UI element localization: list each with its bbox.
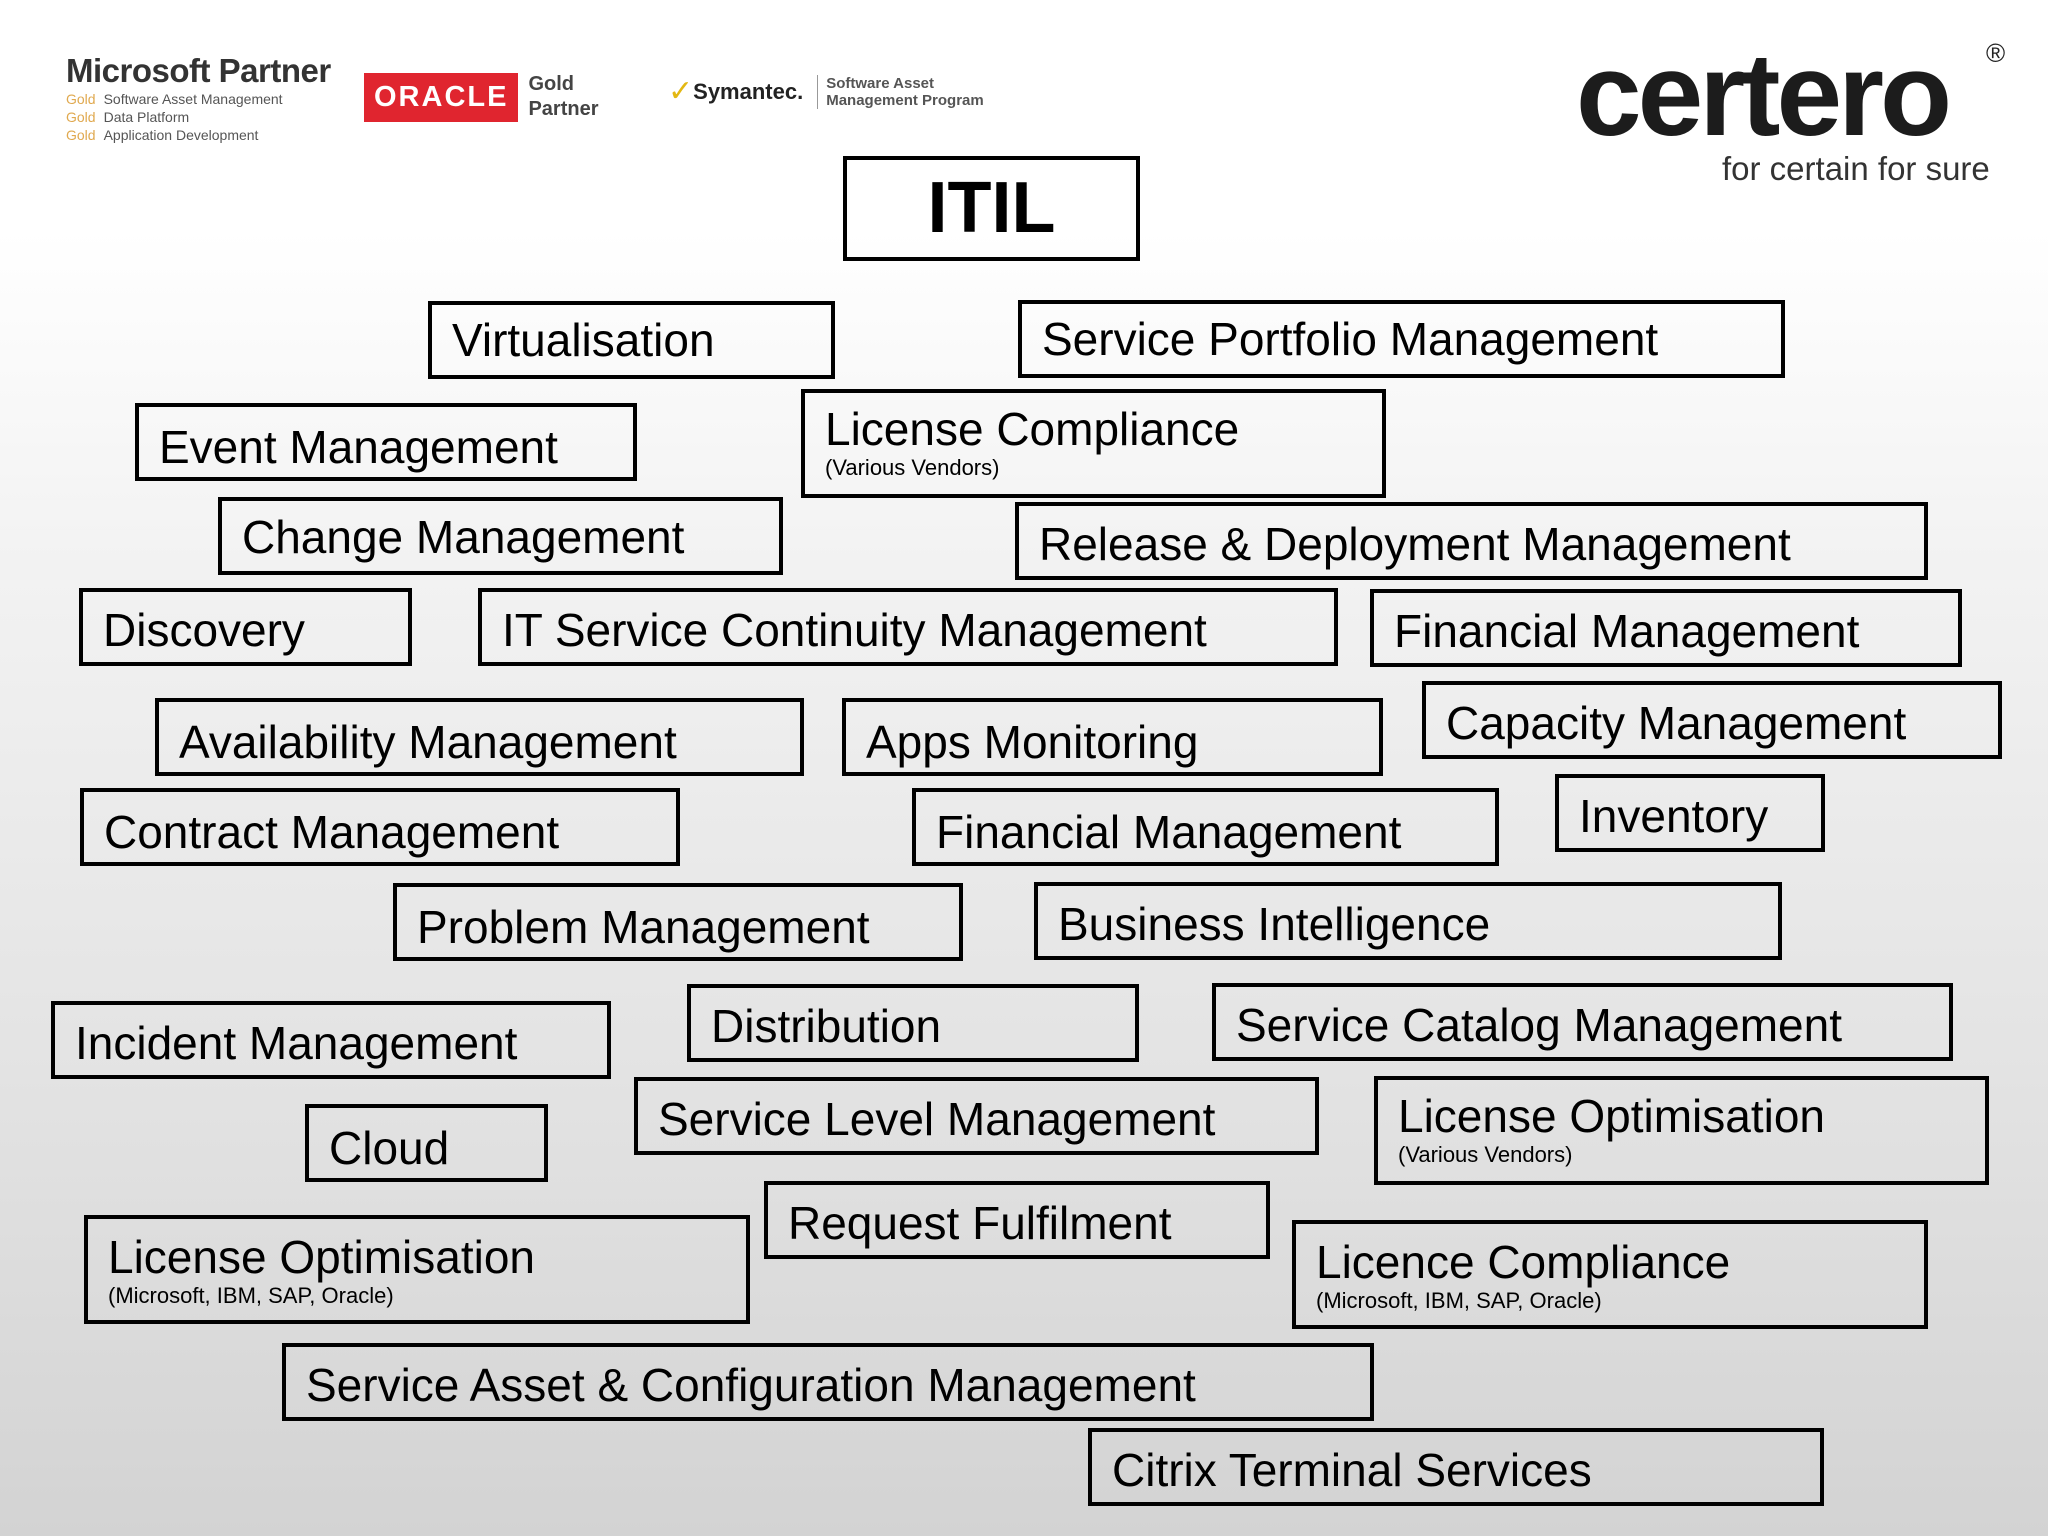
process-label: Problem Management [417, 901, 870, 953]
process-box: License Compliance(Various Vendors) [801, 389, 1386, 498]
process-box: Licence Compliance(Microsoft, IBM, SAP, … [1292, 1220, 1928, 1329]
page-title: ITIL [927, 168, 1056, 248]
process-label: Availability Management [179, 716, 677, 768]
process-label: Incident Management [75, 1017, 518, 1069]
process-label: Contract Management [104, 806, 560, 858]
oracle-tier-line2: Partner [528, 98, 599, 120]
process-box: Problem Management [393, 883, 963, 961]
competency-item: Gold Software Asset Management [66, 90, 356, 108]
process-label: Service Portfolio Management [1042, 313, 1659, 365]
competency-tier: Gold [66, 91, 96, 107]
process-label: Distribution [711, 1000, 942, 1052]
competency-tier: Gold [66, 127, 96, 143]
symantec-program-line1: Software Asset [826, 74, 935, 92]
competency-name: Data Platform [103, 109, 190, 125]
process-sublabel: (Various Vendors) [825, 455, 1000, 480]
process-label: License Optimisation [108, 1231, 535, 1283]
certero-wordmark: certero [1576, 29, 1952, 161]
process-label: Capacity Management [1446, 697, 1907, 749]
process-box: License Optimisation(Various Vendors) [1374, 1076, 1989, 1185]
competency-item: Gold Application Development [66, 126, 356, 144]
process-box: Inventory [1555, 774, 1825, 852]
process-label: IT Service Continuity Management [502, 604, 1207, 656]
process-box: Apps Monitoring [842, 698, 1383, 776]
process-box: Business Intelligence [1034, 882, 1782, 960]
process-label: Inventory [1579, 790, 1769, 842]
itil-title-box: ITIL [843, 156, 1140, 261]
process-box: Financial Management [1370, 589, 1962, 667]
process-label: Event Management [159, 421, 558, 473]
process-label: Service Level Management [658, 1093, 1216, 1145]
process-label: Business Intelligence [1058, 898, 1491, 950]
process-label: License Compliance [825, 403, 1240, 455]
competency-name: Application Development [103, 127, 259, 143]
symantec-name: Symantec. [693, 78, 804, 104]
process-box: IT Service Continuity Management [478, 588, 1338, 666]
registered-mark: ® [1986, 38, 2006, 68]
process-sublabel: (Microsoft, IBM, SAP, Oracle) [1316, 1288, 1602, 1313]
oracle-badge: ORACLE [364, 72, 519, 122]
process-box: Contract Management [80, 788, 680, 866]
process-label: Cloud [329, 1122, 450, 1174]
symantec-program-line2: Management Program [826, 91, 984, 109]
process-label: Citrix Terminal Services [1112, 1444, 1592, 1496]
process-box: Service Portfolio Management [1018, 300, 1785, 378]
process-box: Release & Deployment Management [1015, 502, 1928, 580]
microsoft-partner-title: Microsoft Partner [66, 52, 331, 89]
process-box: Financial Management [912, 788, 1499, 866]
certero-logo: certero ® for certain for sure [1576, 36, 2026, 196]
process-box: Request Fulfilment [764, 1181, 1270, 1259]
process-box: Cloud [305, 1104, 548, 1182]
process-box: Service Catalog Management [1212, 983, 1953, 1061]
process-box: Service Level Management [634, 1077, 1319, 1155]
process-box: Discovery [79, 588, 412, 666]
process-box: Citrix Terminal Services [1088, 1428, 1824, 1506]
process-box: Availability Management [155, 698, 804, 776]
process-box: Change Management [218, 497, 783, 575]
process-box: Distribution [687, 984, 1139, 1062]
process-label: Request Fulfilment [788, 1197, 1172, 1249]
competency-tier: Gold [66, 109, 96, 125]
process-label: Service Catalog Management [1236, 999, 1842, 1051]
process-label: License Optimisation [1398, 1090, 1825, 1142]
process-box: License Optimisation(Microsoft, IBM, SAP… [84, 1215, 750, 1324]
process-label: Apps Monitoring [866, 716, 1199, 768]
process-box: Incident Management [51, 1001, 611, 1079]
competency-name: Software Asset Management [103, 91, 283, 107]
process-box: Service Asset & Configuration Management [282, 1343, 1374, 1421]
process-label: Virtualisation [452, 314, 715, 366]
competency-item: Gold Data Platform [66, 108, 356, 126]
process-label: Financial Management [936, 806, 1402, 858]
process-label: Service Asset & Configuration Management [306, 1359, 1196, 1411]
check-icon: ✓ [668, 75, 694, 108]
process-label: Release & Deployment Management [1039, 518, 1791, 570]
process-label: Licence Compliance [1316, 1236, 1731, 1288]
oracle-tier-line1: Gold [528, 73, 574, 95]
certero-tagline: for certain for sure [1722, 150, 1990, 187]
process-box: Capacity Management [1422, 681, 2002, 759]
microsoft-partner-logo: Microsoft Partner Gold Software Asset Man… [66, 52, 356, 144]
process-box: Event Management [135, 403, 637, 481]
process-label: Change Management [242, 511, 685, 563]
process-sublabel: (Various Vendors) [1398, 1142, 1573, 1167]
process-box: Virtualisation [428, 301, 835, 379]
process-label: Financial Management [1394, 605, 1860, 657]
process-label: Discovery [103, 604, 305, 656]
process-sublabel: (Microsoft, IBM, SAP, Oracle) [108, 1283, 394, 1308]
